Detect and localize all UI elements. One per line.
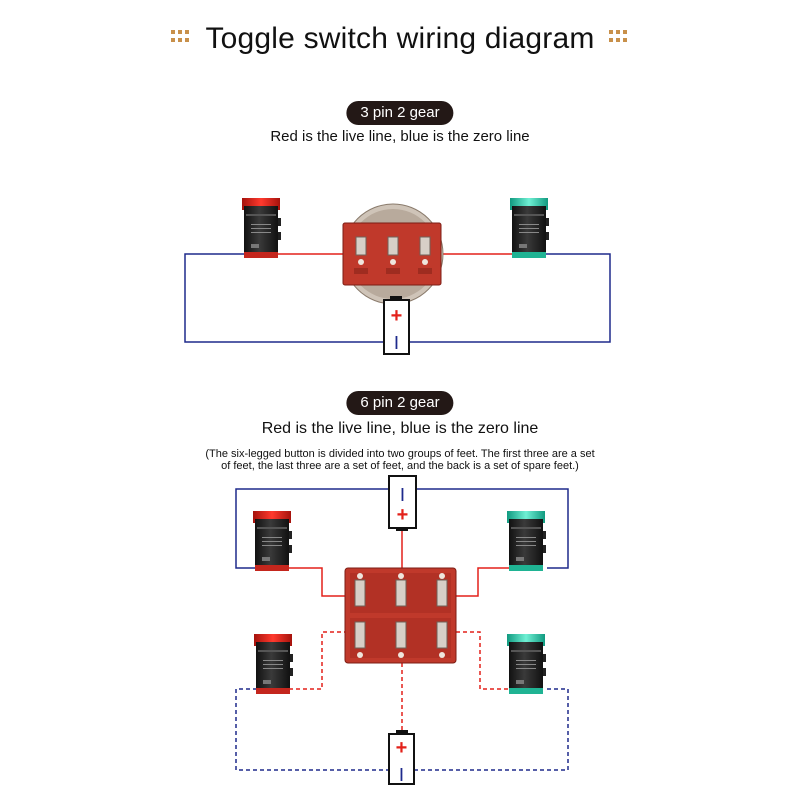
battery-6pin-bottom-icon: + | [388,730,415,785]
toggle-switch-6pin-icon [344,567,457,664]
battery-6pin-top-minus: | [401,485,405,501]
ornament-left-icon [171,30,191,44]
green-indicator-lamp-6pin-top-icon [507,511,546,571]
battery-3pin-icon: + | [383,296,410,355]
live-wire-6pin-main [285,526,522,597]
battery-6pin-bottom-plus: + [396,737,408,759]
live-wire-6pin-spare [288,631,515,736]
battery-6pin-top-icon: | + [388,475,417,531]
battery-3pin-minus: | [395,333,399,349]
ornament-right-icon [608,30,629,44]
section1-badge: 3 pin 2 gear [346,101,454,125]
red-indicator-lamp-3pin-icon [242,198,281,258]
neutral-wire-3pin [184,253,611,343]
title-text: Toggle switch wiring diagram [205,22,595,55]
battery-6pin-top-plus: + [397,504,409,526]
battery-6pin-bottom-minus: | [400,765,404,781]
toggle-switch-3pin-icon [342,203,444,305]
section1-subtitle: Red is the live line, blue is the zero l… [270,128,530,145]
page-title: Toggle switch wiring diagram [0,22,800,56]
neutral-wire-6pin-spare [235,688,569,771]
section2-subtitle: Red is the live line, blue is the zero l… [261,420,539,437]
section2-note-line2: of feet, the last three are a set of fee… [221,460,579,472]
red-indicator-lamp-6pin-bottom-icon [254,634,293,694]
green-indicator-lamp-3pin-icon [510,198,549,258]
neutral-wire-6pin-main [235,488,569,569]
green-indicator-lamp-6pin-bottom-icon [507,634,546,694]
battery-3pin-plus: + [391,305,403,327]
section2-badge: 6 pin 2 gear [346,391,454,415]
section2-note-line1: (The six-legged button is divided into t… [205,448,595,460]
red-indicator-lamp-6pin-top-icon [253,511,292,571]
diagram-3pin: + | [184,198,611,355]
diagram-6pin: | + + | [235,475,569,785]
